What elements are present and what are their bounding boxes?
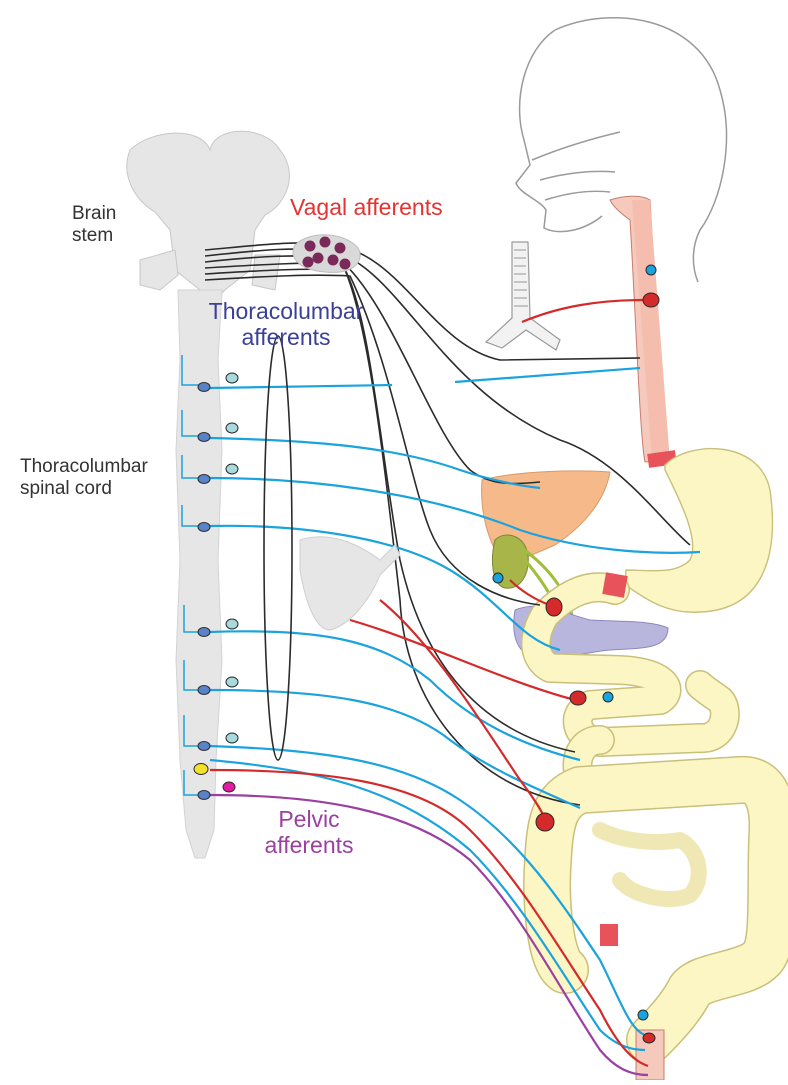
thoracolumbar-afferents-label: Thoracolumbar afferents (194, 298, 378, 351)
vagal-afferents-label: Vagal afferents (290, 194, 443, 220)
brain-stem-label-line1: Brain (72, 203, 116, 225)
pelvic-afferents-line2: afferents (246, 832, 372, 858)
pelvic-afferents-line1: Pelvic (246, 806, 372, 832)
head-outline (516, 18, 726, 282)
nodose-ganglion (293, 235, 360, 273)
bladder-like-organ (300, 537, 400, 630)
thoracolumbar-afferents-line1: Thoracolumbar (194, 298, 378, 324)
brain-stem (127, 131, 290, 300)
thoracolumbar-cord-line1: Thoracolumbar (20, 456, 148, 478)
thoracolumbar-afferents-line2: afferents (194, 324, 378, 350)
ileocecal-valve (600, 924, 618, 946)
pyloric-sphincter (602, 572, 627, 597)
trachea-bronchi (486, 242, 560, 350)
esophagus (610, 196, 677, 468)
pelvic-afferents-label: Pelvic afferents (246, 806, 372, 859)
brain-stem-label-line2: stem (72, 225, 116, 247)
stomach (625, 449, 772, 613)
thoracolumbar-spinal-cord-label: Thoracolumbar spinal cord (20, 456, 148, 500)
vagal-afferents-text: Vagal afferents (290, 194, 443, 220)
brain-stem-label: Brain stem (72, 203, 116, 247)
thoracolumbar-cord-line2: spinal cord (20, 478, 148, 500)
thoracolumbar-bundle-ellipse (264, 336, 292, 760)
